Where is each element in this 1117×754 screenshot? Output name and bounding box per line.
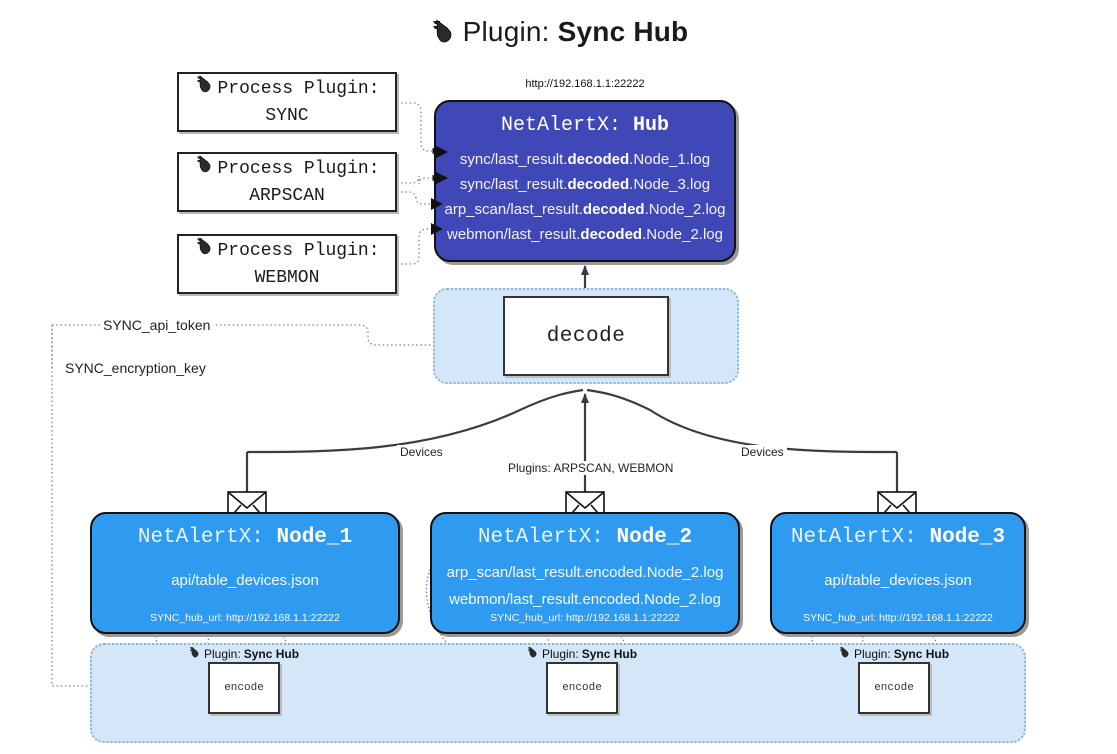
process-plugin-line1: Process Plugin:: [217, 158, 380, 179]
title-prefix: Plugin:: [462, 16, 550, 47]
process-plugin-line2: WEBMON: [254, 268, 320, 288]
node-line: api/table_devices.json: [824, 572, 972, 589]
node-line: webmon/last_result.encoded.Node_2.log: [449, 591, 721, 608]
hub-log-line: arp_scan/last_result.decoded.Node_2.log: [444, 201, 726, 218]
plug-icon: [194, 237, 216, 265]
hub-log-line: sync/last_result.decoded.Node_3.log: [459, 176, 711, 193]
process-plugin-box-arpscan[interactable]: Process Plugin: ARPSCAN: [177, 152, 397, 212]
process-plugin-line1: Process Plugin:: [217, 240, 380, 261]
node-title: NetAlertX: Node_2: [477, 526, 693, 549]
plug-icon: [194, 75, 216, 103]
node-title: NetAlertX: Node_1: [137, 526, 353, 549]
plug-icon: [194, 155, 216, 183]
process-plugin-line2: SYNC: [265, 106, 309, 126]
plug-icon: [838, 646, 852, 662]
hub-title: NetAlertX: Hub: [436, 114, 734, 137]
node-footer: SYNC_hub_url: http://192.168.1.1:22222: [150, 612, 340, 624]
hub-url-label: http://192.168.1.1:22222: [525, 78, 645, 90]
plugins-center-label: Plugins: ARPSCAN, WEBMON: [505, 461, 677, 475]
encode-box-node-2[interactable]: encode: [546, 662, 618, 714]
hub-title-name: Hub: [633, 114, 670, 137]
process-plugin-box-sync[interactable]: Process Plugin: SYNC: [177, 72, 397, 132]
node-box-node-3[interactable]: NetAlertX: Node_3 api/table_devices.json…: [770, 512, 1026, 634]
encode-box-node-3[interactable]: encode: [858, 662, 930, 714]
plug-icon: [526, 646, 540, 662]
decode-box[interactable]: decode: [503, 296, 669, 376]
node-title: NetAlertX: Node_3: [790, 526, 1006, 549]
encoder-plugin-label: Plugin:Sync Hub: [838, 646, 949, 662]
process-plugin-box-webmon[interactable]: Process Plugin: WEBMON: [177, 234, 397, 294]
sync-api-token-label: SYNC_api_token: [100, 317, 214, 333]
plug-icon: [188, 646, 202, 662]
title-name: Sync Hub: [557, 16, 689, 47]
node-footer: SYNC_hub_url: http://192.168.1.1:22222: [803, 612, 993, 624]
encode-box-node-1[interactable]: encode: [208, 662, 280, 714]
hub-log-line: webmon/last_result.decoded.Node_2.log: [447, 226, 723, 243]
devices-left-label: Devices: [397, 445, 446, 459]
hub-title-prefix: NetAlertX:: [500, 114, 621, 137]
node-box-node-2[interactable]: NetAlertX: Node_2 arp_scan/last_result.e…: [430, 512, 740, 634]
node-footer: SYNC_hub_url: http://192.168.1.1:22222: [490, 612, 680, 624]
node-line: arp_scan/last_result.encoded.Node_2.log: [446, 564, 724, 581]
sync-encryption-key-label: SYNC_encryption_key: [62, 360, 209, 376]
process-plugin-line2: ARPSCAN: [249, 186, 325, 206]
node-line: api/table_devices.json: [171, 572, 319, 589]
hub-box[interactable]: NetAlertX: Hub sync/last_result.decoded.…: [434, 100, 736, 262]
node-box-node-1[interactable]: NetAlertX: Node_1 api/table_devices.json…: [90, 512, 400, 634]
plug-icon: [429, 19, 459, 52]
hub-log-list: sync/last_result.decoded.Node_1.log sync…: [436, 147, 734, 247]
encoder-plugin-label: Plugin:Sync Hub: [526, 646, 637, 662]
encoder-plugin-label: Plugin:Sync Hub: [188, 646, 299, 662]
hub-log-line: sync/last_result.decoded.Node_1.log: [459, 151, 711, 168]
process-plugin-line1: Process Plugin:: [217, 78, 380, 99]
devices-right-label: Devices: [738, 445, 787, 459]
page-title: Plugin: Sync Hub: [0, 16, 1117, 52]
